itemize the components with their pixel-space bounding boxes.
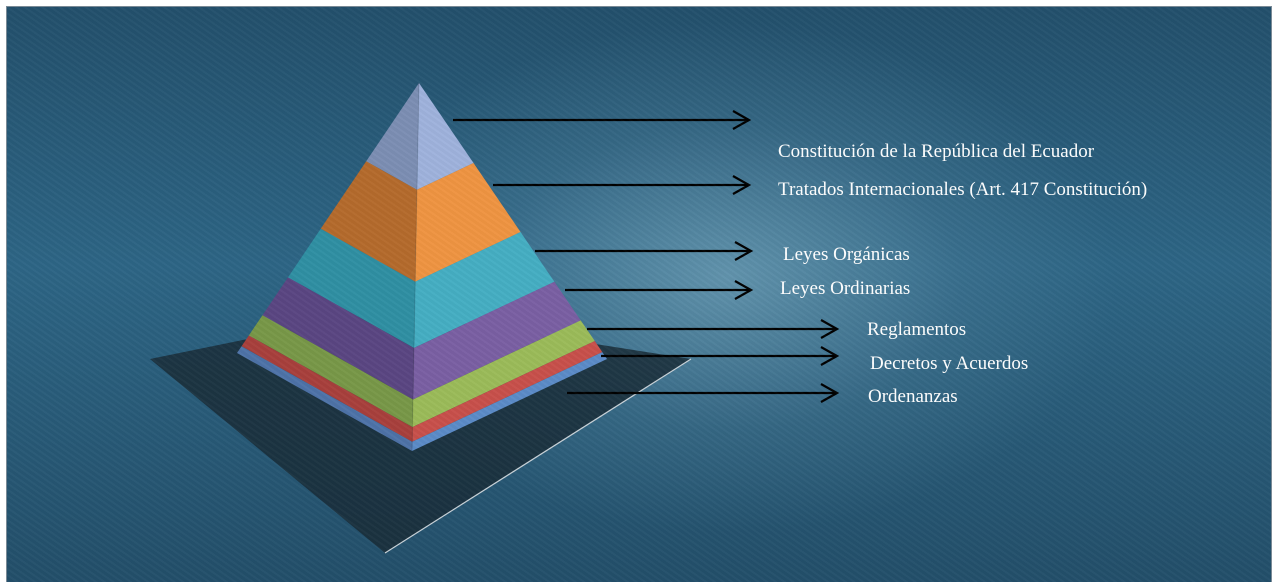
pyramid-face-right [415,163,521,282]
pyramid-face-right [412,320,595,428]
pyramid-level-7 [237,346,607,451]
shadow-edge [384,358,692,554]
arrow-6 [601,346,840,366]
level-label-1: Constitución de la República del Ecuador [778,141,1095,162]
level-label-5: Reglamentos [867,319,966,340]
arrow-3 [535,241,754,261]
pyramid-face-right [413,232,555,348]
level-label-6: Decretos y Acuerdos [870,353,1028,374]
arrow-4 [565,280,754,300]
pyramid-level-4 [262,277,581,400]
pyramid-ridge [411,82,420,452]
pyramid-face-left [241,335,413,442]
pyramid-face-left [248,315,413,428]
pyramid-level-6 [241,335,603,442]
pyramid-face-left [320,161,417,282]
pyramid-face-left [287,228,416,348]
pyramid-level-1 [366,83,474,190]
normative-pyramid-diagram: Constitución de la República del Ecuador… [150,82,1147,554]
pyramid-face-left [366,83,419,190]
arrow-2 [493,175,752,195]
level-label-2: Tratados Internacionales (Art. 417 Const… [778,179,1147,200]
pyramid-face-right [412,341,603,442]
slide-background: Constitución de la República del Ecuador… [6,6,1272,582]
pyramid-level-3 [287,228,555,348]
arrow-7 [567,383,840,403]
pyramid-face-left [237,346,413,451]
pyramid-face-right [412,352,607,451]
pyramid-face-left [262,277,414,400]
level-label-4: Leyes Ordinarias [780,278,910,299]
pyramid-level-2 [320,161,521,282]
arrow-1 [453,110,752,130]
pyramid-level-5 [248,315,595,428]
pyramid-face-right [416,83,474,190]
pyramid-face-right [412,281,581,400]
arrow-5 [587,319,840,339]
level-label-3: Leyes Orgánicas [783,244,910,265]
level-label-7: Ordenanzas [868,386,958,407]
